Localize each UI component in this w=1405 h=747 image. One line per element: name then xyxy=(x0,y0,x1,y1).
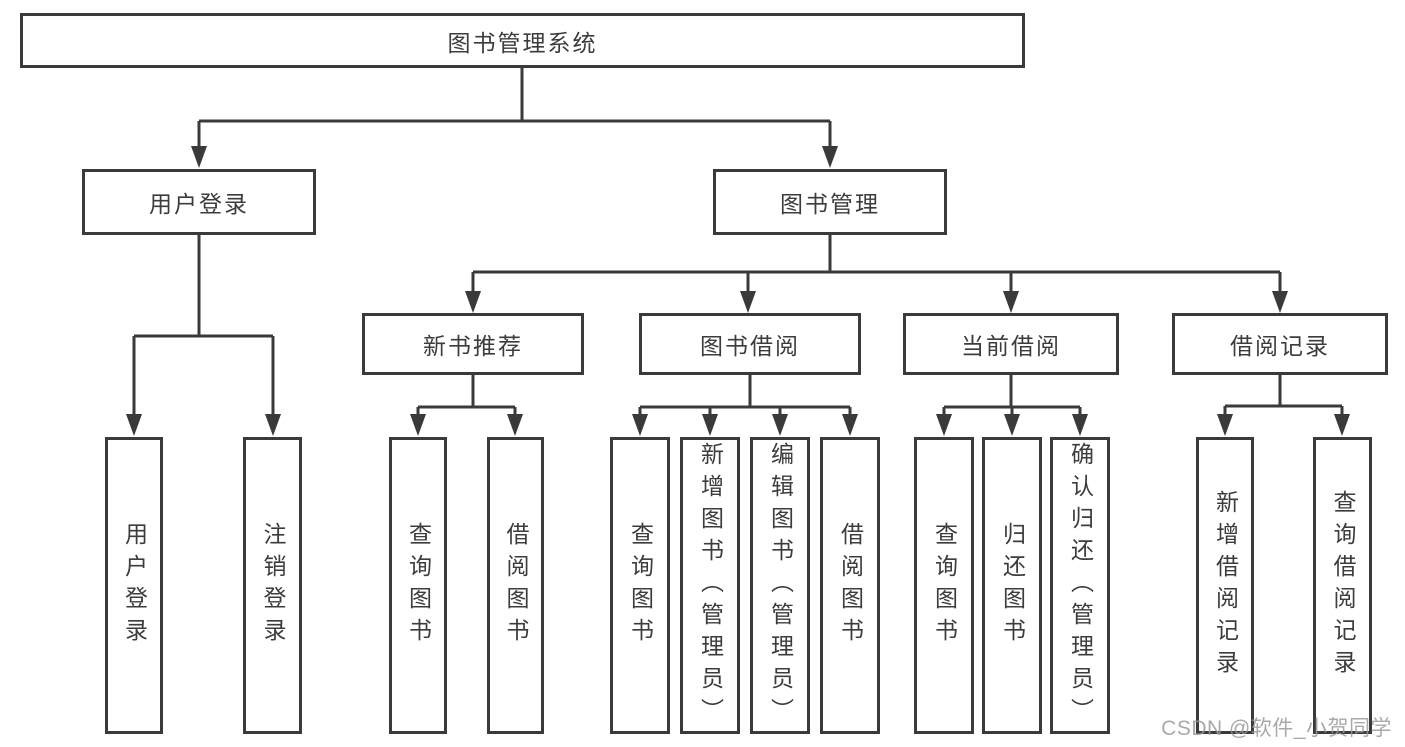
node-label: 用户登录 xyxy=(149,191,249,217)
node-user-login-branch: 用户登录 xyxy=(82,169,316,235)
node-label: 新书推荐 xyxy=(423,333,523,359)
leaf-query-books-borrow: 查询图书 xyxy=(610,437,670,734)
leaf-add-book-admin: 新增图书（管理员） xyxy=(680,437,740,734)
node-book-borrowing: 图书借阅 xyxy=(639,313,861,375)
node-label: 借阅图书 xyxy=(503,521,529,650)
leaf-return-book: 归还图书 xyxy=(982,437,1042,734)
leaf-borrow-books-newbook: 借阅图书 xyxy=(487,437,544,734)
leaf-query-books-current: 查询图书 xyxy=(914,437,974,734)
node-label: 新增图书（管理员） xyxy=(697,441,724,730)
node-current-borrowing: 当前借阅 xyxy=(903,313,1119,375)
node-label: 查询借阅记录 xyxy=(1330,489,1356,682)
node-label: 图书管理系统 xyxy=(447,29,598,56)
node-label: 图书管理 xyxy=(780,191,880,217)
node-label: 查询图书 xyxy=(931,521,958,650)
leaf-borrow-books-borrow: 借阅图书 xyxy=(820,437,880,734)
node-label: 用户登录 xyxy=(121,521,148,650)
watermark: CSDN @软件_小贺同学 xyxy=(1161,717,1392,740)
leaf-user-login: 用户登录 xyxy=(105,437,163,734)
node-label: 借阅记录 xyxy=(1230,333,1330,359)
leaf-query-borrow-record: 查询借阅记录 xyxy=(1313,437,1372,734)
node-label: 查询图书 xyxy=(405,521,432,650)
leaf-query-books-newbook: 查询图书 xyxy=(389,437,447,734)
node-label: 确认归还（管理员） xyxy=(1067,441,1094,730)
node-label: 查询图书 xyxy=(627,521,654,650)
leaf-add-borrow-record: 新增借阅记录 xyxy=(1196,437,1254,734)
node-borrowing-records: 借阅记录 xyxy=(1172,313,1388,375)
leaf-logout: 注销登录 xyxy=(243,437,302,734)
node-label: 新增借阅记录 xyxy=(1212,489,1239,682)
node-label: 归还图书 xyxy=(999,521,1026,650)
node-label: 编辑图书（管理员） xyxy=(767,441,794,730)
node-new-book-recommendation: 新书推荐 xyxy=(362,313,584,375)
node-label: 借阅图书 xyxy=(837,521,864,650)
node-label: 注销登录 xyxy=(260,521,286,650)
leaf-edit-book-admin: 编辑图书（管理员） xyxy=(750,437,810,734)
leaf-confirm-return-admin: 确认归还（管理员） xyxy=(1050,437,1110,734)
node-book-management-branch: 图书管理 xyxy=(713,169,947,235)
node-library-management-system: 图书管理系统 xyxy=(20,13,1025,68)
node-label: 当前借阅 xyxy=(961,333,1061,359)
node-label: 图书借阅 xyxy=(700,333,800,359)
